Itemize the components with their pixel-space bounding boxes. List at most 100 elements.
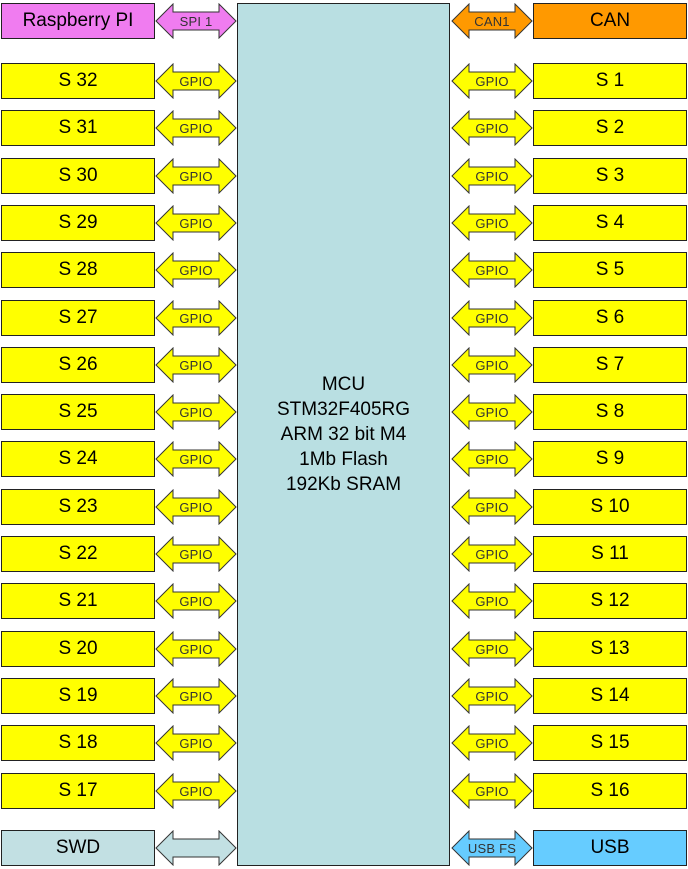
double-arrow-icon (155, 158, 237, 194)
double-arrow-icon (155, 489, 237, 525)
usb-block: USB (533, 830, 687, 866)
slot-block-label: S 32 (58, 70, 98, 91)
slot-block: S 1 (533, 63, 687, 99)
gpio-link-label: GPIO (179, 546, 213, 562)
gpio-link: GPIO (451, 441, 533, 477)
gpio-link-label: GPIO (179, 641, 213, 657)
gpio-link: GPIO (155, 300, 237, 336)
double-arrow-icon (155, 725, 237, 761)
double-arrow-icon (451, 830, 533, 866)
gpio-link: GPIO (451, 773, 533, 809)
slot-block: S 7 (533, 347, 687, 383)
double-arrow-icon (451, 773, 533, 809)
double-arrow-icon (155, 773, 237, 809)
gpio-link-label: GPIO (475, 688, 509, 704)
gpio-link: GPIO (155, 773, 237, 809)
gpio-link: GPIO (155, 536, 237, 572)
gpio-link: GPIO (451, 394, 533, 430)
mcu-line: 192Kb SRAM (285, 474, 402, 495)
double-arrow-icon (155, 300, 237, 336)
double-arrow-icon (451, 631, 533, 667)
gpio-link-label: GPIO (475, 310, 509, 326)
double-arrow-icon (155, 394, 237, 430)
double-arrow-icon (451, 300, 533, 336)
gpio-link: GPIO (451, 110, 533, 146)
slot-block: S 13 (533, 631, 687, 667)
mcu-line: ARM 32 bit M4 (280, 424, 407, 445)
can-block-label: CAN (589, 10, 631, 31)
gpio-link: GPIO (155, 489, 237, 525)
gpio-link: GPIO (451, 63, 533, 99)
slot-block-label: S 2 (595, 117, 625, 138)
double-arrow-icon (451, 158, 533, 194)
double-arrow-icon (451, 725, 533, 761)
slot-block-label: S 7 (595, 354, 625, 375)
slot-block: S 24 (1, 441, 155, 477)
gpio-link-label: GPIO (475, 168, 509, 184)
gpio-link-label: GPIO (179, 404, 213, 420)
gpio-link: GPIO (155, 205, 237, 241)
gpio-link: GPIO (155, 347, 237, 383)
gpio-link-label: GPIO (475, 499, 509, 515)
gpio-link: GPIO (451, 489, 533, 525)
gpio-link: GPIO (155, 725, 237, 761)
gpio-link-label: GPIO (179, 357, 213, 373)
double-arrow-icon (451, 536, 533, 572)
slot-block: S 4 (533, 205, 687, 241)
double-arrow-icon (155, 631, 237, 667)
gpio-link-label: GPIO (475, 735, 509, 751)
gpio-link: GPIO (155, 631, 237, 667)
slot-block-label: S 15 (590, 732, 630, 753)
gpio-link-label: GPIO (179, 215, 213, 231)
slot-block-label: S 5 (595, 259, 625, 280)
spi-link-label: SPI 1 (179, 13, 213, 29)
slot-block: S 19 (1, 678, 155, 714)
gpio-link-label: GPIO (475, 641, 509, 657)
gpio-link: GPIO (155, 110, 237, 146)
slot-block-label: S 29 (58, 212, 98, 233)
slot-block-label: S 23 (58, 496, 98, 517)
slot-block-label: S 27 (58, 307, 98, 328)
double-arrow-icon (155, 583, 237, 619)
double-arrow-icon (155, 3, 237, 39)
double-arrow-icon (155, 347, 237, 383)
gpio-link-label: GPIO (475, 73, 509, 89)
slot-block: S 29 (1, 205, 155, 241)
usb-link-label: USB FS (467, 840, 517, 856)
gpio-link: GPIO (451, 252, 533, 288)
double-arrow-icon (451, 252, 533, 288)
slot-block: S 17 (1, 773, 155, 809)
raspberry-pi-block-label: Raspberry PI (22, 10, 134, 31)
slot-block: S 11 (533, 536, 687, 572)
gpio-link-label: GPIO (179, 262, 213, 278)
gpio-link: GPIO (451, 205, 533, 241)
slot-block-label: S 9 (595, 448, 625, 469)
slot-block: S 15 (533, 725, 687, 761)
slot-block-label: S 25 (58, 401, 98, 422)
gpio-link-label: GPIO (475, 546, 509, 562)
gpio-link-label: GPIO (179, 310, 213, 326)
slot-block: S 9 (533, 441, 687, 477)
gpio-link-label: GPIO (179, 451, 213, 467)
raspberry-pi-block: Raspberry PI (1, 3, 155, 39)
gpio-link: GPIO (155, 583, 237, 619)
slot-block: S 12 (533, 583, 687, 619)
gpio-link: GPIO (451, 347, 533, 383)
slot-block-label: S 22 (58, 543, 98, 564)
slot-block: S 5 (533, 252, 687, 288)
slot-block-label: S 10 (590, 496, 630, 517)
gpio-link: GPIO (451, 158, 533, 194)
slot-block: S 2 (533, 110, 687, 146)
slot-block-label: S 4 (595, 212, 625, 233)
gpio-link: GPIO (155, 441, 237, 477)
slot-block-label: S 14 (590, 685, 630, 706)
gpio-link-label: GPIO (179, 120, 213, 136)
double-arrow-icon (451, 583, 533, 619)
slot-block-label: S 18 (58, 732, 98, 753)
slot-block-label: S 1 (595, 70, 625, 91)
slot-block: S 22 (1, 536, 155, 572)
gpio-link-label: GPIO (475, 451, 509, 467)
double-arrow-icon (451, 394, 533, 430)
gpio-link-label: GPIO (475, 120, 509, 136)
slot-block-label: S 8 (595, 401, 625, 422)
